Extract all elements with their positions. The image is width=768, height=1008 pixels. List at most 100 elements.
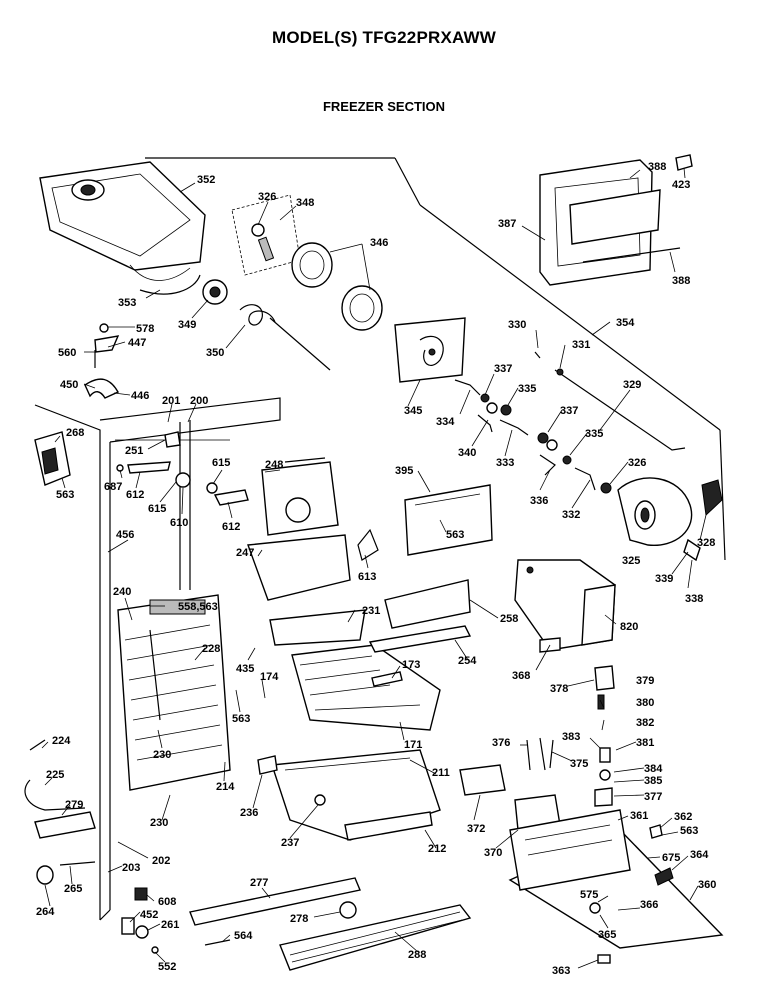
part-label: 450 — [60, 379, 78, 391]
part-label: 423 — [672, 179, 690, 191]
part-label: 613 — [358, 571, 376, 583]
part-label: 200 — [190, 395, 208, 407]
evaporator-cover-247 — [247, 457, 379, 646]
part-label: 171 — [404, 739, 422, 751]
dispenser-door-387 — [539, 154, 693, 286]
part-label: 615 — [148, 503, 166, 515]
part-label: 326 — [258, 191, 276, 203]
part-label: 251 — [125, 445, 143, 457]
part-label: 368 — [512, 670, 530, 682]
part-label: 340 — [458, 447, 476, 459]
part-label: 385 — [644, 775, 662, 787]
part-label: 334 — [436, 416, 455, 428]
part-label: 447 — [128, 337, 146, 349]
part-label: 333 — [496, 457, 514, 469]
freezer-basket-171 — [291, 644, 441, 731]
part-label: 612 — [126, 489, 144, 501]
part-label: 377 — [644, 791, 662, 803]
part-label: 365 — [598, 929, 616, 941]
part-label: 338 — [685, 593, 703, 605]
part-label: 575 — [580, 889, 598, 901]
part-label: 349 — [178, 319, 196, 331]
page-title: MODEL(S) TFG22PRXAWW — [271, 28, 497, 47]
part-label: 325 — [622, 555, 640, 567]
part-label: 363 — [552, 965, 570, 977]
auger-parts — [202, 279, 331, 371]
part-label: 558,563 — [178, 601, 218, 613]
control-parts — [116, 431, 249, 506]
part-label: 608 — [158, 896, 176, 908]
bracket-parts-left — [84, 323, 120, 399]
part-label: 456 — [116, 529, 134, 541]
part-label: 384 — [644, 763, 663, 775]
ice-bin-211 — [257, 749, 441, 841]
part-label: 201 — [162, 395, 180, 407]
part-label: 214 — [216, 781, 235, 793]
part-label: 288 — [408, 949, 426, 961]
part-label: 452 — [140, 909, 158, 921]
part-label: 202 — [152, 855, 170, 867]
part-label: 435 — [236, 663, 254, 675]
part-label: 361 — [630, 810, 648, 822]
part-label: 370 — [484, 847, 502, 859]
part-label: 173 — [402, 659, 420, 671]
part-label: 248 — [265, 459, 283, 471]
part-label: 563 — [232, 713, 250, 725]
part-label: 383 — [562, 731, 580, 743]
mount-plate-360 — [508, 809, 724, 964]
section-title: FREEZER SECTION — [322, 99, 446, 114]
part-label: 563 — [56, 489, 74, 501]
part-label: 820 — [620, 621, 638, 633]
part-label: 240 — [113, 586, 131, 598]
part-label: 360 — [698, 879, 716, 891]
part-label: 254 — [458, 655, 477, 667]
part-label: 265 — [64, 883, 82, 895]
part-label: 224 — [52, 735, 71, 747]
valve-parts — [459, 665, 615, 831]
part-label: 560 — [58, 347, 76, 359]
part-label: 372 — [467, 823, 485, 835]
control-board-395 — [404, 484, 493, 556]
part-label: 230 — [153, 749, 171, 761]
part-label: 228 — [202, 643, 220, 655]
ice-bucket-352 — [39, 161, 206, 295]
part-label: 388 — [672, 275, 690, 287]
part-label: 552 — [158, 961, 176, 973]
part-label: 395 — [395, 465, 413, 477]
part-label: 211 — [432, 767, 450, 779]
part-label: 277 — [250, 877, 268, 889]
bottom-left-parts — [36, 861, 231, 954]
part-label: 345 — [404, 405, 422, 417]
part-label: 331 — [572, 339, 590, 351]
drain-parts — [24, 739, 96, 839]
evaporator-coil-228 — [117, 594, 231, 791]
part-label: 378 — [550, 683, 568, 695]
light-socket-268 — [34, 431, 71, 486]
part-label: 388 — [648, 161, 666, 173]
part-label: 382 — [636, 717, 654, 729]
shelves-258-254 — [368, 579, 472, 653]
part-label: 350 — [206, 347, 224, 359]
part-label: 236 — [240, 807, 258, 819]
part-label: 237 — [281, 837, 299, 849]
dispenser-rotor-parts — [231, 194, 383, 331]
part-label: 268 — [66, 427, 84, 439]
part-label: 335 — [518, 383, 536, 395]
part-label: 264 — [36, 906, 55, 918]
part-label: 348 — [296, 197, 314, 209]
part-label: 203 — [122, 862, 140, 874]
part-label: 354 — [616, 317, 635, 329]
part-label: 675 — [662, 852, 680, 864]
part-label: 563 — [446, 529, 464, 541]
part-label: 366 — [640, 899, 658, 911]
part-label: 278 — [290, 913, 308, 925]
part-label: 687 — [104, 481, 122, 493]
cover-plate-345 — [394, 317, 466, 383]
part-label: 610 — [170, 517, 188, 529]
part-label: 352 — [197, 174, 215, 186]
part-label: 258 — [500, 613, 518, 625]
part-label: 362 — [674, 811, 692, 823]
part-label: 387 — [498, 218, 516, 230]
part-label: 376 — [492, 737, 510, 749]
